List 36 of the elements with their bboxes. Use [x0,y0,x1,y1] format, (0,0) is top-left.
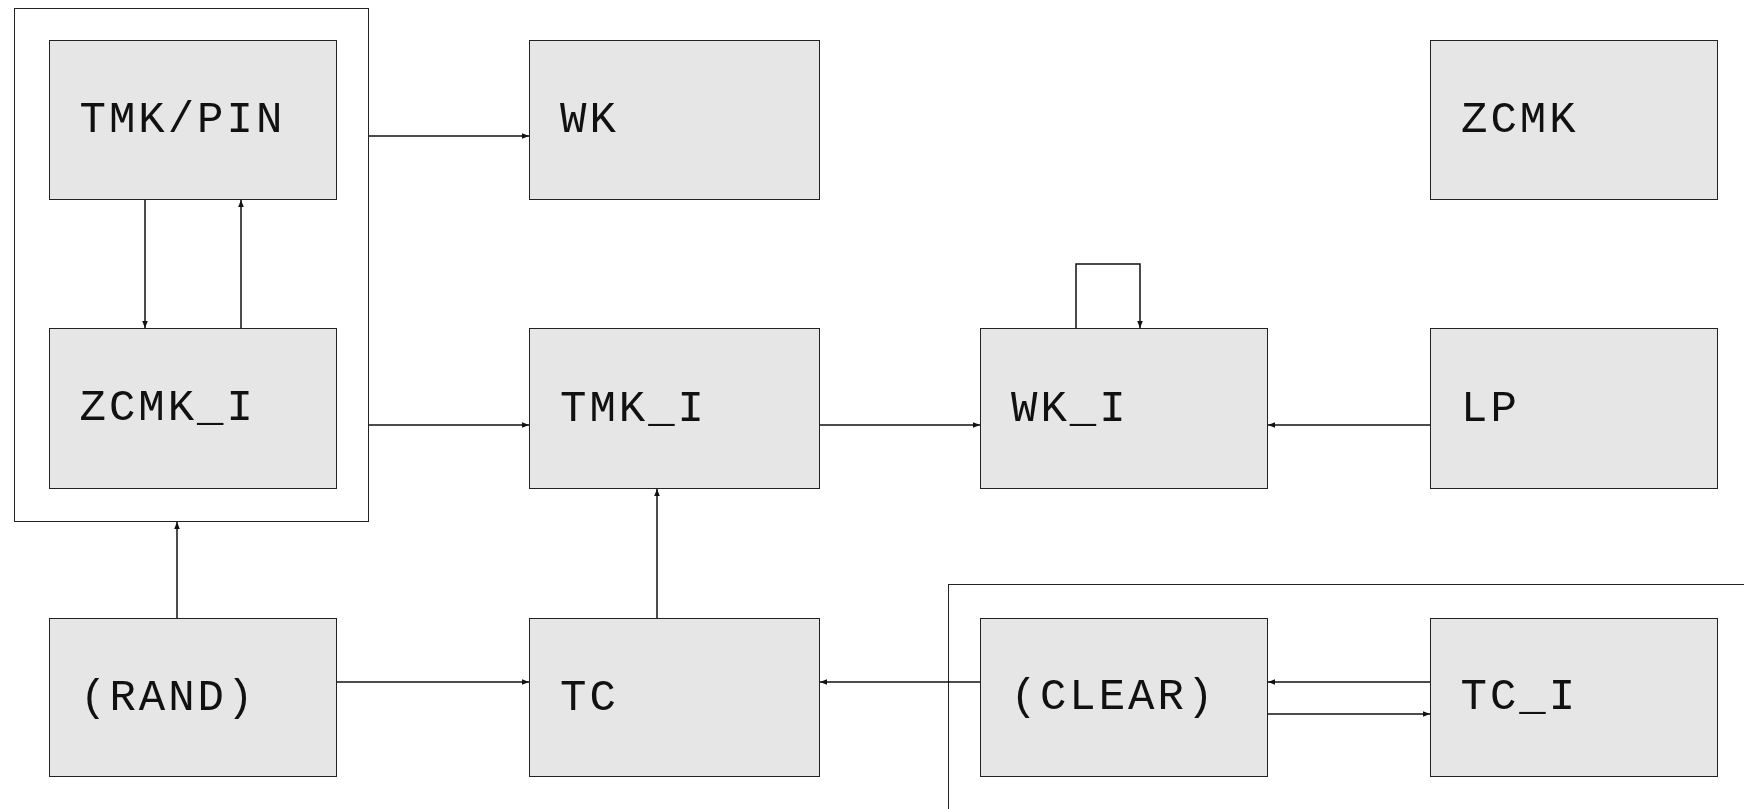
arrow [1267,711,1431,717]
arrow [142,199,148,329]
box-label: TMK/PIN [79,94,286,145]
box-label: LP [1461,383,1520,434]
arrow [1075,263,1143,329]
box-label: ZCMK_I [79,383,256,433]
process-box [1430,328,1718,489]
group-frame [14,8,369,522]
arrow [368,422,530,428]
process-box [1429,617,1718,777]
arrow [336,679,530,685]
box-label: TMK_I [560,383,708,434]
arrow [238,199,244,329]
box-label: (RAND) [80,672,257,723]
process-box [529,618,820,777]
box-label: TC [560,672,619,723]
box-label: TC_I [1460,672,1579,722]
arrow [819,422,981,428]
arrow [654,488,660,619]
process-box [529,328,820,489]
box-label: ZCMK [1461,95,1579,145]
process-box [48,327,337,489]
arrow [174,521,180,619]
process-box [1430,40,1718,200]
process-box [529,40,820,200]
box-label: (CLEAR) [1010,672,1217,722]
arrow [819,679,981,685]
process-box [48,39,337,200]
box-label: WK_I [1011,383,1129,434]
arrow [1267,679,1431,685]
arrow [1267,422,1431,428]
arrow [368,133,530,139]
box-label: WK [560,95,619,145]
process-box [980,328,1268,489]
process-box [49,618,337,777]
process-box [979,617,1268,777]
